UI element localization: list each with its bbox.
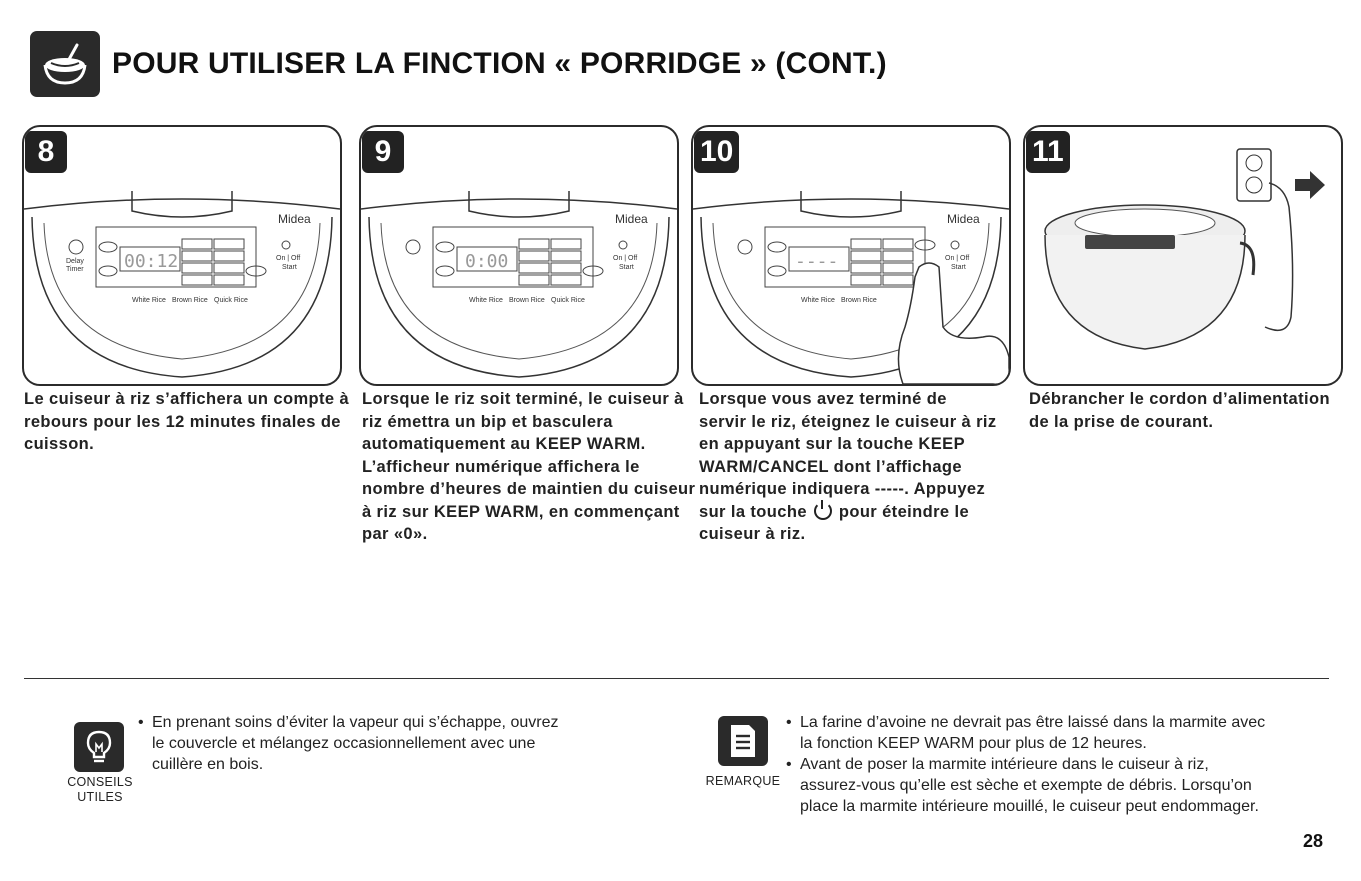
step-8-panel: 8 00:12 Delay Timer Midea On | Off Start… (22, 125, 342, 386)
step-10-badge: 10 (694, 131, 740, 173)
start-label: Start (282, 264, 297, 271)
rice-cooker-control-panel: ---- Midea On | Off Start White Rice Bro… (693, 191, 1009, 384)
tip-item: En prenant soins d’éviter la vapeur qui … (138, 712, 568, 775)
brand-logo: Midea (278, 212, 311, 226)
delay-label: Delay (66, 258, 84, 265)
start-label: Start (951, 264, 966, 271)
step-10-panel: 10 ---- Midea On | Off Start White Rice … (691, 125, 1011, 386)
step-10-text-after: pour éteindre le cuiseur à riz. (699, 502, 970, 544)
rice-cooker-control-panel: 00:12 Delay Timer Midea On | Off Start W… (24, 191, 340, 378)
notes-list: La farine d’avoine ne devrait pas être l… (786, 712, 1266, 817)
brown-rice-label: Brown Rice (172, 297, 208, 304)
document-icon (718, 716, 768, 766)
step-10-text: Lorsque vous avez terminé de servir le r… (699, 388, 999, 546)
step-11-text: Débrancher le cordon d’alimentation de l… (1029, 390, 1330, 431)
step-11-badge: 11 (1026, 131, 1070, 173)
page-number: 28 (1302, 831, 1323, 851)
brown-rice-label: Brown Rice (841, 297, 877, 304)
porridge-bowl-icon (30, 31, 100, 97)
section-divider (24, 678, 1329, 679)
brand-logo: Midea (615, 212, 648, 226)
quick-rice-label: Quick Rice (551, 297, 585, 304)
timer-label: Timer (66, 266, 84, 273)
step-9-panel: 9 0:00 Midea On | Off Start White Rice B… (359, 125, 679, 386)
notes-label: REMARQUE (705, 774, 781, 788)
rice-cooker-control-panel: 0:00 Midea On | Off Start White Rice Bro… (361, 191, 677, 378)
brand-logo: Midea (947, 212, 980, 226)
step-10-display: ---- (795, 251, 838, 272)
note-item: Avant de poser la marmite intérieure dan… (786, 754, 1266, 817)
on-off-label: On | Off (945, 255, 969, 262)
page-title: POUR UTILISER LA FINCTION « PORRIDGE » (… (112, 47, 887, 80)
on-off-label: On | Off (613, 255, 637, 262)
finger-illustration (897, 262, 1009, 384)
tips-list: En prenant soins d’éviter la vapeur qui … (138, 712, 568, 775)
power-cord (1264, 182, 1294, 332)
step-11-panel: 11 (1023, 125, 1343, 386)
step-9-display: 0:00 (465, 251, 508, 272)
quick-rice-label: Quick Rice (214, 297, 248, 304)
white-rice-label: White Rice (469, 297, 503, 304)
white-rice-label: White Rice (132, 297, 166, 304)
step-9-text: Lorsque le riz soit terminé, le cuiseur … (362, 390, 696, 543)
wall-outlet-icon (1236, 148, 1272, 202)
lightbulb-icon (74, 722, 124, 772)
note-item: La farine d’avoine ne devrait pas être l… (786, 712, 1266, 754)
step-10-text-before: Lorsque vous avez terminé de servir le r… (699, 390, 997, 521)
step-8-display: 00:12 (124, 251, 178, 272)
on-off-label: On | Off (276, 255, 300, 262)
arrow-right-icon (1295, 171, 1325, 199)
tips-label: CONSEILS UTILES (67, 775, 133, 804)
white-rice-label: White Rice (801, 297, 835, 304)
rice-cooker-unplugging-illustration (1044, 148, 1325, 350)
brown-rice-label: Brown Rice (509, 297, 545, 304)
step-8-text: Le cuiseur à riz s’affichera un compte à… (24, 390, 350, 453)
power-button-icon (813, 499, 832, 520)
step-8-badge: 8 (25, 131, 67, 173)
step-9-badge: 9 (362, 131, 404, 173)
page-header: POUR UTILISER LA FINCTION « PORRIDGE » (… (30, 30, 887, 98)
start-label: Start (619, 264, 634, 271)
